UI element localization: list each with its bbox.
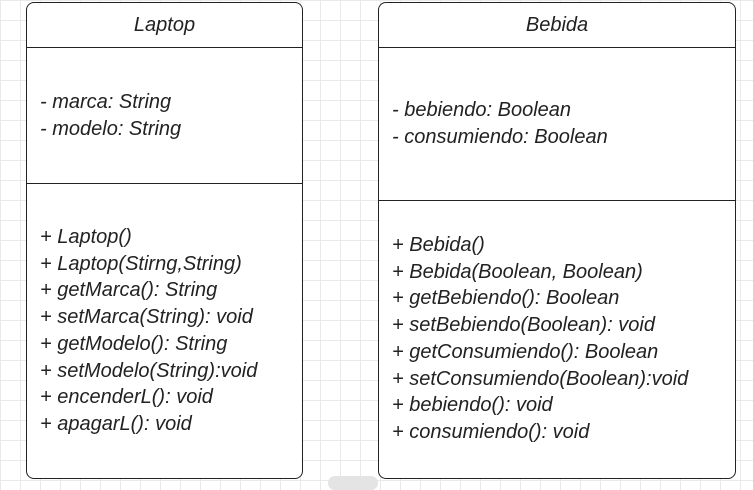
- method: + setConsumiendo(Boolean):void: [392, 367, 689, 390]
- class-name: Bebida: [379, 3, 735, 48]
- method: + getBebiendo(): Boolean: [392, 287, 620, 310]
- scroll-handle[interactable]: [328, 476, 378, 490]
- method: + encenderL(): void: [40, 386, 213, 409]
- method: + setBebiendo(Boolean): void: [392, 314, 655, 337]
- section-divider: [27, 183, 302, 184]
- attributes-section: - bebiendo: Boolean - consumiendo: Boole…: [379, 48, 735, 199]
- attributes-section: - marca: String - modelo: String: [27, 48, 302, 183]
- attribute: - marca: String: [40, 90, 172, 113]
- method: + bebiendo(): void: [392, 394, 553, 417]
- attribute: - modelo: String: [40, 117, 182, 140]
- method: + apagarL(): void: [40, 412, 192, 435]
- method: + getModelo(): String: [40, 332, 228, 355]
- section-divider: [379, 200, 735, 201]
- attribute: - bebiendo: Boolean: [392, 98, 572, 121]
- method: + getConsumiendo(): Boolean: [392, 340, 659, 363]
- method: + Laptop(): [40, 226, 132, 248]
- method: + consumiendo(): void: [392, 420, 590, 443]
- method: + Laptop(Stirng,String): [40, 252, 242, 275]
- method: + setModelo(String):void: [40, 359, 258, 382]
- method: + Bebida(): [392, 234, 485, 256]
- methods-section: + Laptop() + Laptop(Stirng,String) + get…: [27, 224, 302, 438]
- class-bebida[interactable]: Bebida - bebiendo: Boolean - consumiendo…: [378, 2, 736, 479]
- class-laptop[interactable]: Laptop - marca: String - modelo: String …: [26, 2, 303, 479]
- method: + Bebida(Boolean, Boolean): [392, 260, 643, 283]
- attribute: - consumiendo: Boolean: [392, 125, 608, 148]
- methods-section: + Bebida() + Bebida(Boolean, Boolean) + …: [379, 232, 735, 446]
- method: + getMarca(): String: [40, 279, 218, 302]
- method: + setMarca(String): void: [40, 306, 253, 329]
- class-name: Laptop: [27, 3, 302, 48]
